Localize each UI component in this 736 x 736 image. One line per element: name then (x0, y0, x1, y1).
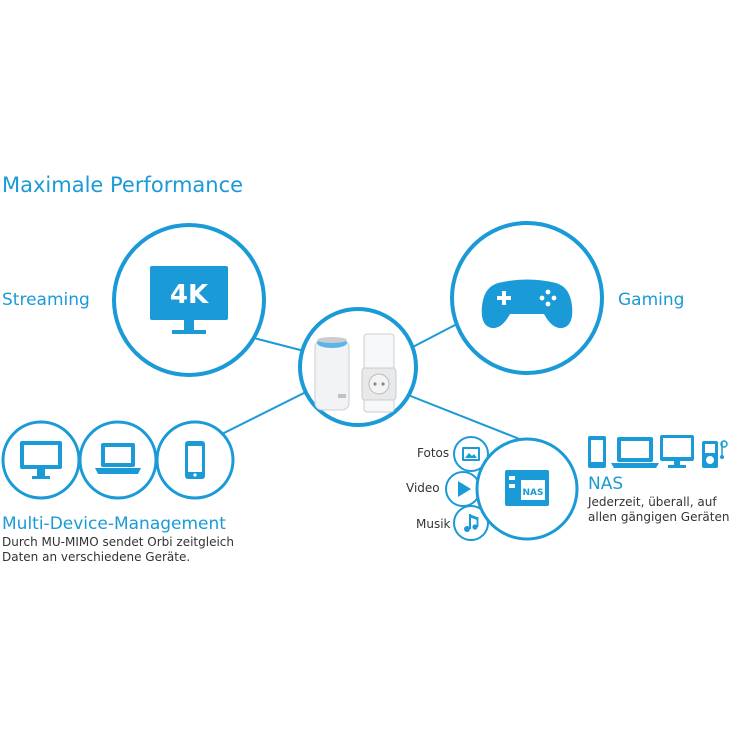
fotos-label: Fotos (417, 446, 450, 460)
gaming-circle (450, 221, 604, 375)
play-icon (458, 481, 471, 497)
multi-device-description-line1: Durch MU-MIMO sendet Orbi zeitgleich (2, 535, 235, 549)
phone-icon (588, 436, 606, 468)
monitor-icon (20, 441, 62, 479)
laptop-icon (611, 437, 659, 468)
nas-title: NAS (588, 474, 624, 494)
4k-monitor-icon: 4K (150, 266, 228, 334)
nas-circle: NAS (475, 437, 579, 541)
nas-device-row (588, 435, 728, 468)
nas-description-line1: Jederzeit, überall, auf (588, 495, 717, 509)
music-note-icon (464, 514, 479, 532)
gaming-label: Gaming (618, 290, 685, 310)
gamepad-icon (481, 279, 573, 329)
connector-streaming (249, 336, 309, 353)
page-title: Maximale Performance (2, 173, 244, 197)
multi-device-circles (1, 420, 235, 500)
4k-badge: 4K (170, 280, 209, 310)
nas-badge: NAS (523, 488, 544, 498)
connector-multi-device (209, 389, 311, 441)
music-player-icon (702, 440, 728, 468)
streaming-label: Streaming (2, 290, 90, 310)
streaming-circle: 4K (112, 223, 266, 377)
connector-nas (407, 394, 523, 441)
nas-description-line2: allen gängigen Geräten (588, 510, 730, 524)
musik-label: Musik (416, 517, 451, 531)
media-circles (445, 436, 489, 541)
nas-device-icon: NAS (505, 470, 549, 506)
smartphone-icon (185, 441, 205, 479)
center-circle (298, 307, 418, 427)
laptop-icon (95, 443, 141, 474)
connectors (209, 324, 523, 441)
connector-gaming (406, 324, 456, 351)
multi-device-description-line2: Daten an verschiedene Geräte. (2, 550, 191, 564)
photo-icon (462, 447, 480, 461)
monitor-icon (660, 435, 694, 468)
video-label: Video (406, 481, 440, 495)
orbi-router-icon (314, 333, 397, 413)
multi-device-title: Multi-Device-Management (2, 514, 226, 534)
